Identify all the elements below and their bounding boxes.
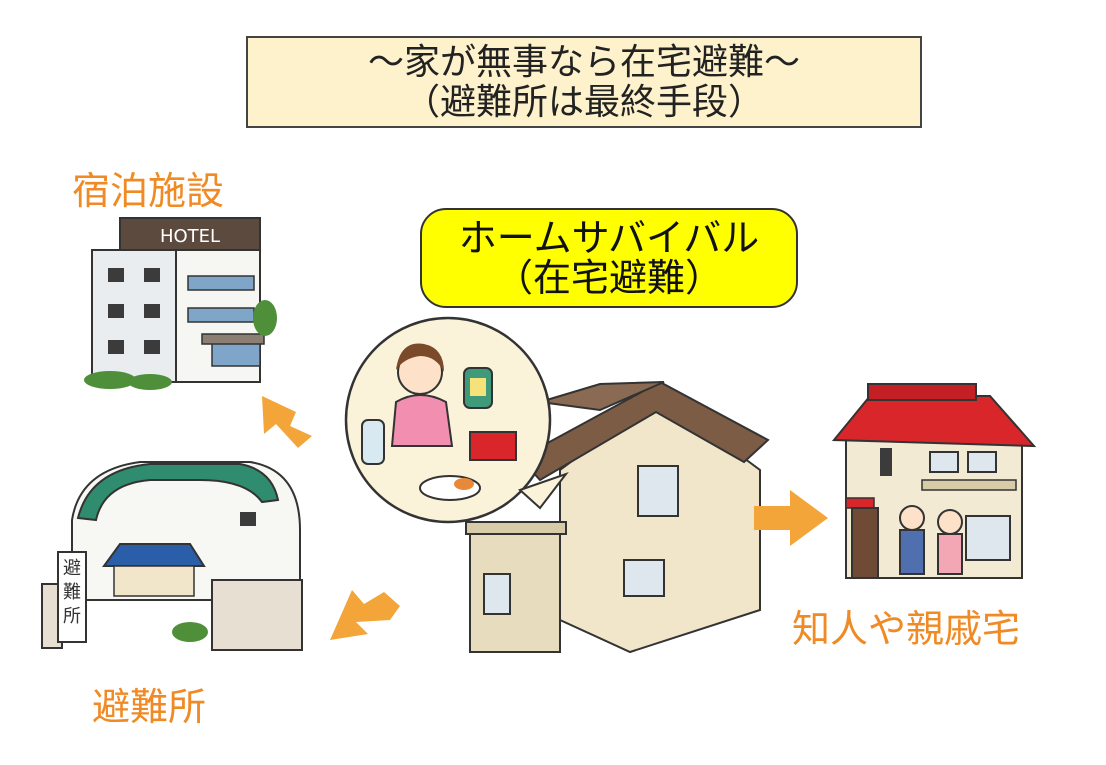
shelter-sign-char-3: 所 — [63, 606, 81, 627]
shelter-sign-char-1: 避 — [63, 558, 81, 579]
arrow-to-shelter — [330, 590, 400, 640]
home-survival-callout: ホームサバイバル （在宅避難） — [420, 208, 798, 308]
title-line-1: 〜家が無事なら在宅避難〜 — [367, 42, 800, 83]
home-illustration — [465, 380, 770, 654]
hotel-illustration: HOTEL — [84, 217, 277, 390]
hotel-label: 宿泊施設 — [72, 169, 225, 213]
callout-line-2: （在宅避難） — [494, 256, 723, 300]
arrows — [262, 396, 828, 640]
arrow-to-hotel — [262, 396, 312, 448]
shelter-label: 避難所 — [92, 685, 207, 729]
arrow-to-relatives — [754, 490, 828, 546]
title-line-2: （避難所は最終手段） — [403, 82, 764, 123]
callout-line-1: ホームサバイバル — [458, 216, 760, 260]
title-box: 〜家が無事なら在宅避難〜 （避難所は最終手段） — [246, 36, 922, 128]
hotel-sign: HOTEL — [160, 226, 220, 247]
relatives-label: 知人や親戚宅 — [792, 607, 1021, 651]
thought-bubble — [344, 316, 569, 524]
shelter-sign-char-2: 難 — [63, 582, 81, 603]
shelter-illustration: 避 難 所 — [41, 461, 303, 651]
relatives-house-illustration — [831, 383, 1037, 579]
